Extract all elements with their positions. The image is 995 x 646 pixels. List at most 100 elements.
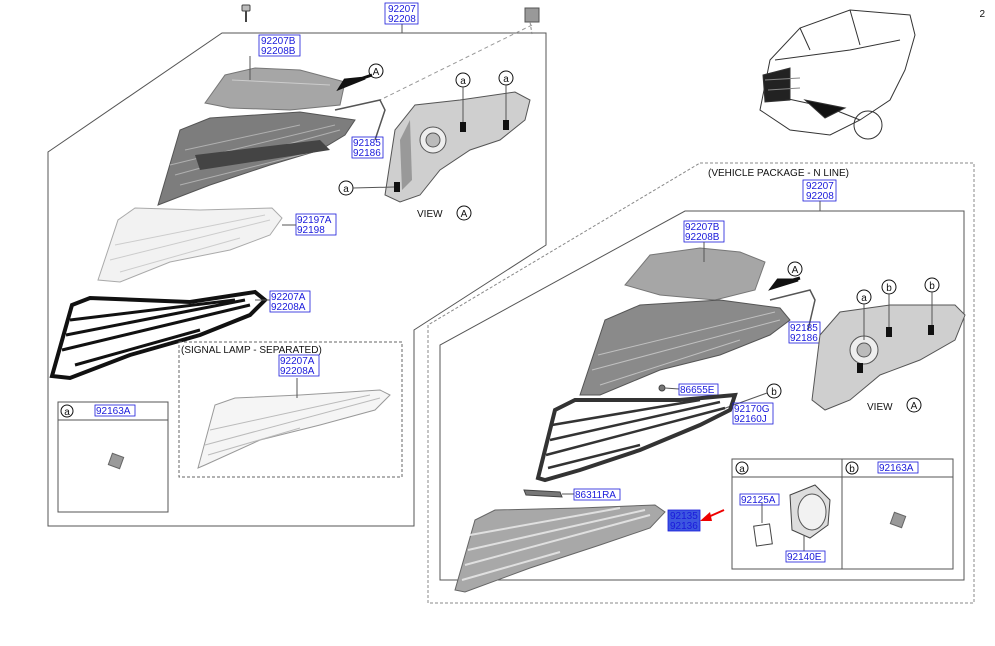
callout-A-right-top: A: [787, 261, 803, 277]
n-line-inner-frame: [439, 201, 965, 581]
svg-text:b: b: [849, 464, 855, 475]
label-right-box-a1[interactable]: 92125A: [739, 493, 780, 506]
svg-text:A: A: [461, 209, 468, 220]
label-text: 92207: [806, 181, 834, 192]
label-text: 92208: [806, 191, 834, 202]
label-text: 92207A: [280, 356, 315, 367]
label-text: 92208A: [280, 366, 315, 377]
signal-lamp-box: (SIGNAL LAMP - SEPARATED): [178, 341, 403, 478]
detail-box-right: a b: [731, 458, 954, 570]
label-left-wire[interactable]: 92185 92186: [351, 136, 384, 159]
label-right-box-a2[interactable]: 92140E: [785, 550, 826, 563]
svg-text:b: b: [771, 387, 777, 398]
label-text: 92170G: [734, 404, 770, 415]
label-text: 92185: [353, 138, 381, 149]
red-pointer-arrow-icon: [700, 509, 725, 521]
label-left-lens[interactable]: 92197A 92198: [295, 213, 337, 236]
svg-text:b: b: [886, 283, 892, 294]
label-right-wire[interactable]: 92185 92186: [788, 321, 821, 344]
page-number: 2: [979, 9, 985, 20]
headlamp-housing-part-right: [579, 299, 791, 396]
label-text: 92140E: [787, 552, 822, 563]
vehicle-illustration: [759, 9, 916, 140]
svg-text:a: a: [503, 74, 509, 85]
grille-part: [454, 504, 666, 593]
callout-A-left-top: A: [368, 63, 384, 79]
label-text: 92207: [388, 4, 416, 15]
label-right-box-b[interactable]: 92163A: [877, 461, 919, 474]
label-text: 92186: [353, 148, 381, 159]
label-text: 92197A: [297, 215, 332, 226]
headlamp-cover-part-right: [624, 247, 766, 301]
label-right-cover[interactable]: 92207B 92208B: [683, 220, 725, 243]
callout-a: a: [455, 72, 471, 122]
svg-text:a: a: [64, 407, 70, 418]
label-text: 92160J: [734, 414, 767, 425]
callout-a: a: [338, 180, 395, 196]
label-text: 92207B: [685, 222, 720, 233]
svg-text:A: A: [373, 67, 380, 78]
callout-b: b: [881, 279, 897, 327]
label-right-grille[interactable]: 92135 92136: [667, 509, 701, 532]
label-right-clip[interactable]: 86655E: [678, 383, 719, 396]
headlamp-housing-part: [157, 111, 356, 206]
svg-text:a: a: [343, 184, 349, 195]
callout-a: a: [498, 70, 514, 120]
label-text: 92208B: [685, 232, 720, 243]
callout-a: a: [856, 289, 872, 340]
lens-part: [97, 207, 283, 283]
label-right-strip[interactable]: 86311RA: [573, 488, 621, 501]
wire-part-right: [769, 289, 816, 331]
strip-part: [523, 489, 563, 498]
signal-lamp-caption: (SIGNAL LAMP - SEPARATED): [181, 345, 322, 356]
leader-line: [379, 24, 533, 101]
label-left-box-a[interactable]: 92163A: [94, 404, 136, 417]
label-text: 92135: [670, 511, 698, 522]
label-text: 92208: [388, 14, 416, 25]
clip-icon: [658, 384, 666, 392]
label-text: 92198: [297, 225, 325, 236]
svg-text:A: A: [792, 265, 799, 276]
callout-b: b: [719, 383, 782, 411]
label-right-bezel[interactable]: 92170G 92160J: [732, 402, 774, 425]
screw-icon: [241, 4, 251, 22]
label-right-main[interactable]: 92207 92208: [802, 179, 837, 202]
left-assembly-frame: [47, 24, 547, 527]
rear-view-housing-right: [811, 304, 966, 411]
label-left-signal[interactable]: 92207A 92208A: [278, 354, 320, 377]
svg-text:a: a: [739, 464, 745, 475]
label-top-main[interactable]: 92207 92208: [384, 2, 419, 25]
svg-text:b: b: [929, 281, 935, 292]
detail-box-a-left: a: [57, 401, 169, 513]
callout-A-view: A: [906, 397, 922, 413]
label-left-bezel[interactable]: 92207A 92208A: [269, 290, 311, 313]
label-text: 86311RA: [575, 490, 616, 501]
callout-b: b: [924, 277, 940, 325]
label-left-cover[interactable]: 92207B 92208B: [258, 34, 301, 57]
label-text: 92163A: [96, 406, 131, 417]
label-text: 92136: [670, 521, 698, 532]
svg-text:a: a: [460, 76, 466, 87]
bezel-part-right: [535, 392, 738, 483]
label-text: 92208A: [271, 302, 306, 313]
svg-text:a: a: [861, 293, 867, 304]
label-text: 92125A: [741, 495, 776, 506]
svg-text:A: A: [911, 401, 918, 412]
label-text: 92185: [790, 323, 818, 334]
label-text: 92207A: [271, 292, 306, 303]
bezel-part: [49, 289, 268, 381]
rear-view-housing: [384, 91, 531, 203]
callout-A-view: A: [456, 205, 472, 221]
wire-part: [334, 99, 386, 141]
label-text: 92208B: [261, 46, 296, 57]
n-line-caption: (VEHICLE PACKAGE - N LINE): [708, 168, 849, 179]
clip-icon: [524, 7, 540, 35]
label-text: 92186: [790, 333, 818, 344]
label-text: 92163A: [879, 463, 914, 474]
headlamp-cover-part: [204, 67, 346, 111]
leader-line: [664, 387, 680, 390]
n-line-outer-frame: [427, 162, 975, 604]
arrow-icon: [768, 276, 801, 291]
view-label: VIEW: [867, 402, 893, 413]
